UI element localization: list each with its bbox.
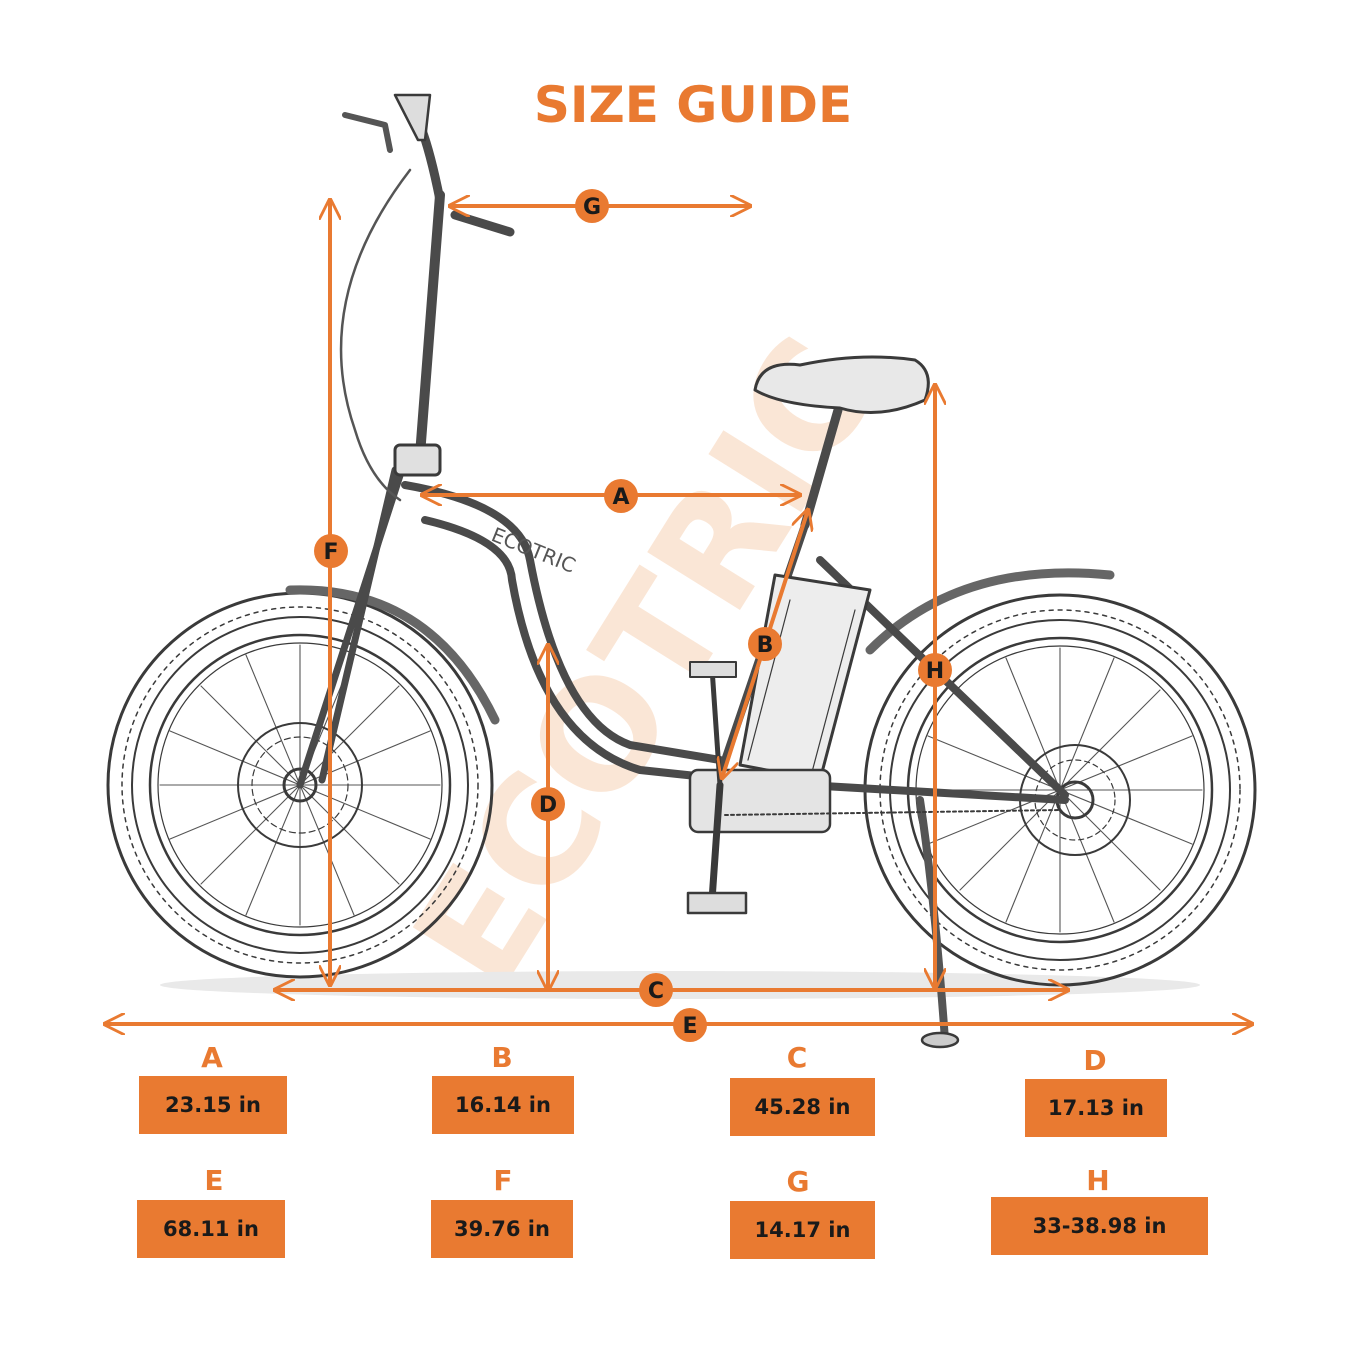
measurement-label-a: A (201, 1041, 223, 1074)
measurement-value-b: 16.14 in (432, 1076, 574, 1134)
measurement-markers: A B C D E F G H (314, 189, 952, 1042)
page-title: SIZE GUIDE (534, 76, 852, 134)
marker-a: A (604, 479, 638, 513)
measurement-label-b: B (491, 1041, 513, 1074)
svg-text:C: C (648, 979, 664, 1004)
svg-text:B: B (757, 633, 774, 658)
marker-g: G (575, 189, 609, 223)
measurement-value-d: 17.13 in (1025, 1079, 1167, 1137)
measurement-value-h: 33-38.98 in (991, 1197, 1208, 1255)
front-fender (285, 585, 500, 725)
pedal-top (689, 661, 737, 678)
measurement-value-g: 14.17 in (730, 1201, 875, 1259)
kickstand (916, 796, 949, 1044)
marker-e: E (673, 1008, 707, 1042)
stem (415, 190, 445, 460)
marker-b: B (748, 627, 782, 661)
marker-f: F (314, 534, 348, 568)
pedal-bottom (686, 891, 748, 915)
marker-h: H (918, 653, 952, 687)
fork (296, 456, 409, 789)
brake-lever (342, 112, 393, 153)
marker-d: D (531, 787, 565, 821)
svg-text:D: D (539, 793, 557, 818)
chain (724, 809, 1061, 816)
measurement-label-e: E (204, 1164, 224, 1197)
measurement-label-g: G (786, 1165, 810, 1198)
svg-text:A: A (612, 485, 629, 510)
measurement-value-a: 23.15 in (139, 1076, 287, 1134)
marker-c: C (639, 973, 673, 1007)
measurement-value-c: 45.28 in (730, 1078, 875, 1136)
measurement-value-f: 39.76 in (431, 1200, 573, 1258)
svg-text:F: F (323, 540, 338, 565)
svg-text:G: G (583, 195, 601, 220)
brake-cable (339, 168, 412, 502)
measurement-label-c: C (786, 1041, 808, 1074)
svg-text:H: H (926, 659, 944, 684)
measurement-label-f: F (493, 1164, 513, 1197)
crank-housing (688, 768, 832, 834)
measurement-value-e: 68.11 in (137, 1200, 285, 1258)
saddle (753, 355, 930, 414)
measurement-label-h: H (1086, 1164, 1110, 1197)
measurement-label-d: D (1083, 1044, 1107, 1077)
svg-text:E: E (682, 1014, 697, 1039)
